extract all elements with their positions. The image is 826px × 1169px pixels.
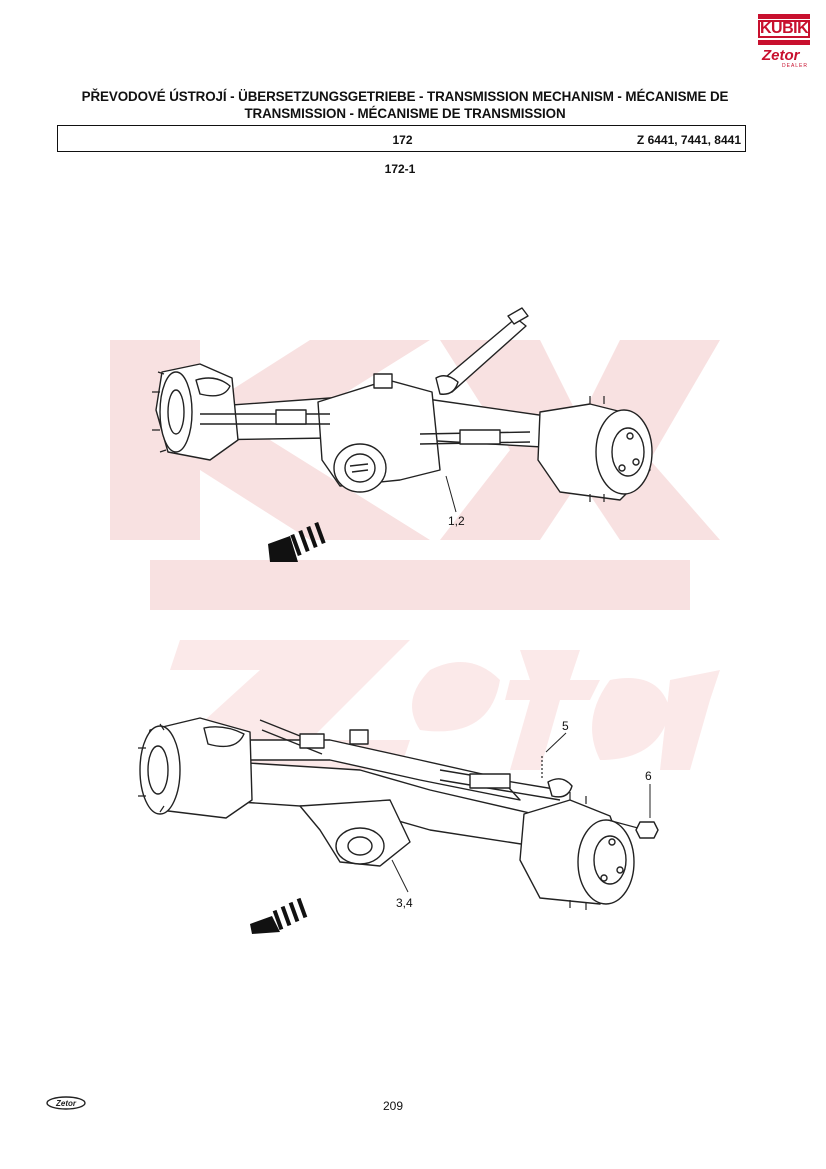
title-line-1: PŘEVODOVÉ ÚSTROJÍ - ÜBERSETZUNGSGETRIEBE… xyxy=(81,89,729,104)
model-range: Z 6441, 7441, 8441 xyxy=(636,133,741,147)
header-table: 172 Z 6441, 7441, 8441 xyxy=(57,125,746,152)
kubik-watermark xyxy=(110,340,720,770)
callout-5: 5 xyxy=(562,719,569,733)
figure-number: 172-1 xyxy=(384,162,416,176)
logo-dealer-text: DEALER xyxy=(782,63,809,69)
callout-6: 6 xyxy=(645,769,652,783)
logo-bar-bottom xyxy=(758,40,810,45)
callout-3-4: 3,4 xyxy=(396,896,413,910)
callout-1-2: 1,2 xyxy=(448,514,465,528)
logo-kubik-text: KUBIK xyxy=(758,20,810,38)
logo-bar-top xyxy=(758,14,810,19)
footer-logo-text: Zetor xyxy=(55,1099,77,1108)
page-number: 209 xyxy=(382,1099,404,1113)
page-title: PŘEVODOVÉ ÚSTROJÍ - ÜBERSETZUNGSGETRIEBE… xyxy=(60,88,750,122)
group-number: 172 xyxy=(392,133,413,147)
logo-zetor-text: Zetor xyxy=(762,47,800,64)
footer-zetor-logo: Zetor xyxy=(46,1096,86,1110)
title-line-2: TRANSMISSION - MÉCANISME DE TRANSMISSION xyxy=(244,106,566,121)
kubik-zetor-logo: KUBIK Zetor DEALER xyxy=(752,14,814,70)
